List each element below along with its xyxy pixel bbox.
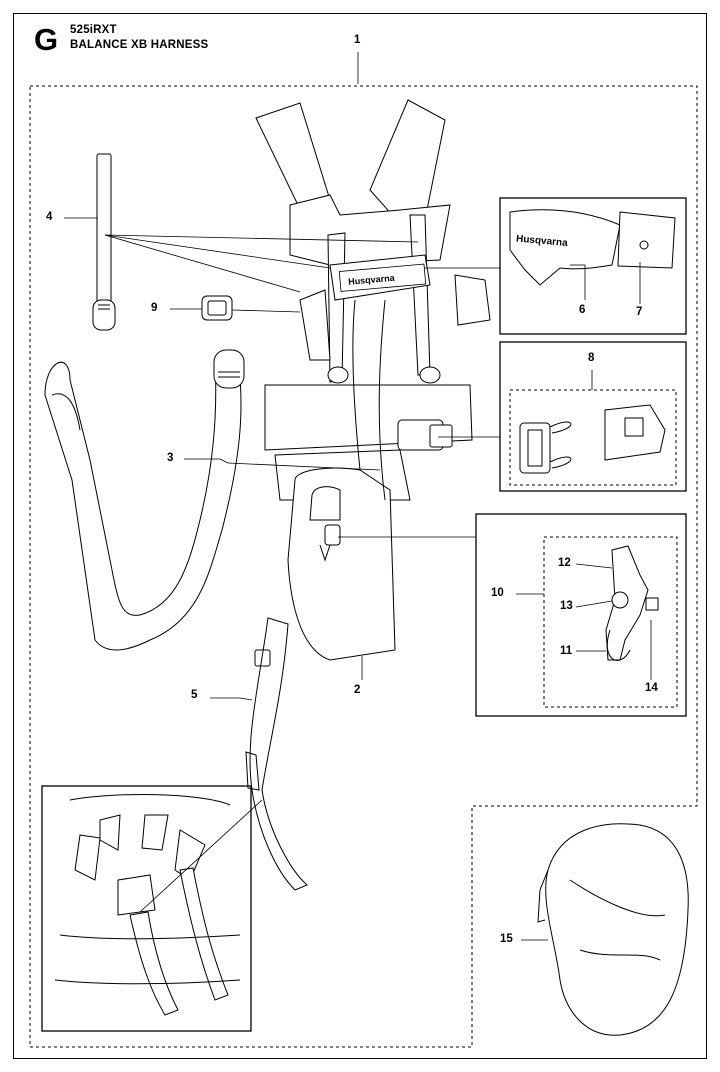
inset-box-10 [475,513,687,717]
dashed-box-8 [509,389,677,486]
page-border [13,13,707,1059]
callout-10: 10 [491,587,504,599]
bag-part-15 [537,823,689,1036]
callout-5: 5 [191,689,198,701]
hip-belt-part-3 [44,349,245,651]
detail-inset-box [41,785,252,1032]
inset-box-6-7 [499,197,687,335]
strap-part-5 [245,617,308,891]
callout-14: 14 [645,682,658,694]
clip-part-7 [617,211,676,269]
hook-assembly-parts-11-14 [605,545,659,661]
strap-part-4 [92,153,116,331]
callout-3: 3 [167,452,174,464]
callout-11: 11 [560,645,573,657]
dashed-box-10 [543,536,678,708]
buckle-set-part-8 [519,404,666,474]
callout-12: 12 [558,557,571,569]
callout-8: 8 [588,352,595,364]
inset-box-8 [499,341,687,492]
section-letter: G [34,22,59,57]
svg-text:Husqvarna: Husqvarna [348,273,396,287]
leader-lines [64,52,652,941]
callout-2: 2 [354,684,361,696]
callout-6: 6 [579,304,586,316]
model-name: 525iRXT [70,24,117,36]
husqvarna-logo-on-pad: Husqvarna [516,234,569,250]
shoulder-pad-part-6 [509,209,621,286]
detail-inset-drawing [54,794,241,1016]
buckle-part-9 [201,295,233,321]
callout-1: 1 [354,34,361,46]
harness-main-assembly [255,99,491,661]
husqvarna-logo-on-harness: Husqvarna [338,263,427,292]
callout-13: 13 [560,600,573,612]
callout-4: 4 [46,211,53,223]
svg-text:Husqvarna: Husqvarna [516,234,569,250]
callout-15: 15 [500,933,513,945]
callout-7: 7 [636,306,643,318]
callout-9: 9 [151,302,158,314]
diagram-title: BALANCE XB HARNESS [70,39,209,51]
assembly-1-dashed-outline [29,85,698,1048]
